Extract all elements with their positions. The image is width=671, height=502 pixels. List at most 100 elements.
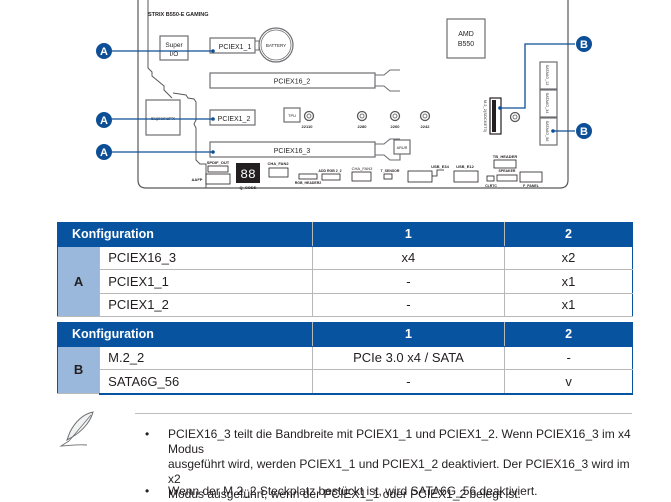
table-a-header-col1: 1 [311, 222, 506, 247]
svg-text:ARUR: ARUR [397, 146, 408, 150]
svg-text:B: B [580, 126, 588, 138]
audio-zone-line [172, 92, 207, 188]
value-cell: x1 [504, 269, 633, 294]
value-cell: PCIe 3.0 x4 / SATA [311, 345, 506, 370]
device-cell: PCIEX16_3 [99, 245, 313, 270]
q-code-display [236, 163, 260, 183]
table-b-header-row: Konfiguration 1 2 [57, 322, 633, 347]
svg-text:SATA6G_34: SATA6G_34 [545, 93, 549, 114]
note-item-2-line: Wenn der M.2_2 Steckplatz bestückt ist, … [168, 484, 538, 498]
bottom-headers: SPDIF_OUT AAFP 88 Q_CODE CHA_FAN2 RGB_HE… [192, 154, 543, 190]
m2-standoffs: 22110 2280 2260 2242 [302, 110, 431, 129]
value-cell: x4 [311, 245, 506, 270]
svg-text:A: A [100, 147, 108, 159]
svg-text:T_SENSOR: T_SENSOR [381, 169, 400, 173]
note-item-1-line: ausgeführt wird, werden PCIEX1_1 und PCI… [168, 457, 630, 486]
svg-text:USB_E12: USB_E12 [456, 164, 475, 169]
value-cell: x2 [504, 245, 633, 270]
table-a-header-label: Konfiguration [57, 222, 313, 247]
note-item-2: Wenn der M.2_2 Steckplatz bestückt ist, … [168, 484, 638, 499]
io-shroud-edge [147, 0, 173, 99]
svg-text:88: 88 [240, 167, 256, 182]
pciex1-2-label: PCIEX1_2 [218, 116, 251, 123]
svg-text:SATA6G_12: SATA6G_12 [545, 65, 549, 86]
svg-text:B: B [580, 39, 588, 51]
table-a-header-col2: 2 [504, 222, 633, 247]
battery-label: BATTERY [266, 43, 286, 48]
value-cell: - [311, 269, 506, 294]
table-row: SATA6G_56 - v [58, 369, 633, 395]
svg-text:Q_CODE: Q_CODE [240, 185, 257, 190]
table-b-group-label: B [56, 345, 101, 394]
pciex16-2-label: PCIEX16_2 [274, 79, 311, 86]
pciex16-3-slot [209, 141, 376, 158]
value-cell: x1 [504, 292, 633, 317]
chipset [446, 18, 486, 59]
svg-text:A: A [100, 46, 108, 58]
table-b-header-col2: 2 [504, 322, 633, 347]
callout-a-badge-3: A [96, 144, 112, 160]
table-a-group-label: A [56, 245, 101, 317]
svg-text:A: A [100, 115, 108, 127]
pciex1-1-label: PCIEX1_1 [219, 44, 252, 51]
device-cell: M.2_2 [99, 345, 313, 370]
svg-text:2280: 2280 [358, 124, 368, 129]
note-bullet-1: • [145, 427, 150, 441]
svg-text:F_PANEL: F_PANEL [523, 184, 540, 188]
callout-b-leader-1 [500, 43, 575, 109]
svg-text:SPDIF_OUT: SPDIF_OUT [207, 160, 230, 165]
svg-text:USB_E34: USB_E34 [431, 164, 450, 169]
table-a-header-row: Konfiguration 1 2 [57, 222, 633, 247]
svg-text:AAFP: AAFP [192, 177, 203, 182]
svg-text:SPEAKER: SPEAKER [499, 169, 516, 173]
note-item-1: PCIEX16_3 teilt die Bandbreite mit PCIEX… [168, 427, 638, 502]
table-row: PCIEX1_1 - x1 [58, 269, 633, 294]
callout-b-badge-2: B [576, 123, 592, 139]
table-row: B M.2_2 PCIe 3.0 x4 / SATA - [56, 345, 633, 394]
super-io-label-2: I/O [170, 51, 179, 58]
board-model-label: STRIX B550-E GAMING [148, 12, 209, 18]
value-cell: - [504, 345, 633, 370]
table-row: A PCIEX16_3 x4 x2 [56, 245, 633, 317]
svg-text:CLRTC: CLRTC [485, 184, 497, 188]
svg-text:SATA6G_56: SATA6G_56 [545, 121, 549, 142]
value-cell: - [311, 292, 506, 317]
svg-text:CHA_FAN3: CHA_FAN3 [352, 166, 373, 171]
sata-ports: SATA6G_12 SATA6G_34 SATA6G_56 [539, 61, 558, 146]
device-cell: PCIEX1_2 [99, 292, 313, 317]
note-bullet-2: • [145, 484, 150, 498]
supremefx-chip [145, 99, 181, 136]
svg-text:2242: 2242 [421, 124, 431, 129]
tpu-label: TPU [288, 113, 296, 118]
svg-text:TB_HEADER: TB_HEADER [493, 154, 518, 159]
value-cell: v [504, 369, 633, 395]
svg-text:RGB_HEADER2: RGB_HEADER2 [295, 181, 322, 185]
svg-text:22110: 22110 [302, 124, 314, 129]
value-cell: - [311, 369, 506, 395]
callout-b-badge-1: B [576, 36, 592, 52]
table-b-header-col1: 1 [311, 322, 506, 347]
configuration-table-b: Konfiguration 1 2 B M.2_2 PCIe 3.0 x4 / … [56, 322, 633, 395]
svg-text:2260: 2260 [391, 124, 401, 129]
feather-quill-icon [59, 411, 94, 447]
note-divider [135, 413, 632, 414]
table-b-header-label: Konfiguration [57, 322, 313, 347]
table-row: PCIEX1_2 - x1 [58, 292, 633, 317]
super-io-label-1: Super [165, 42, 183, 49]
chipset-label-2: B550 [458, 41, 474, 48]
svg-text:CHA_FAN2: CHA_FAN2 [267, 161, 289, 166]
super-io-chip [159, 35, 189, 61]
note-item-1-line: PCIEX16_3 teilt die Bandbreite mit PCIEX… [168, 427, 631, 456]
motherboard-layout-diagram: STRIX B550-E GAMING Super I/O PCIEX1_1 B… [96, 0, 592, 190]
chipset-label-1: AMD [458, 31, 474, 38]
note-item-1-line: Modus ausgeführt, wenn der PCIEX1_1 oder… [168, 487, 521, 501]
device-cell: PCIEX1_1 [99, 269, 313, 294]
pciex16-3-label: PCIEX16_3 [274, 148, 311, 155]
device-cell: SATA6G_56 [99, 369, 313, 395]
pciex16-2-slot [209, 72, 376, 89]
aura-header [393, 139, 411, 155]
configuration-table-a: Konfiguration 1 2 A PCIEX16_3 x4 x2 PCIE… [56, 222, 633, 317]
m2-2-label: M.2_2(SOCKET3) [483, 100, 488, 133]
svg-text:ADD RGB 2_2: ADD RGB 2_2 [318, 169, 341, 173]
callout-a-badge-1: A [96, 43, 112, 59]
